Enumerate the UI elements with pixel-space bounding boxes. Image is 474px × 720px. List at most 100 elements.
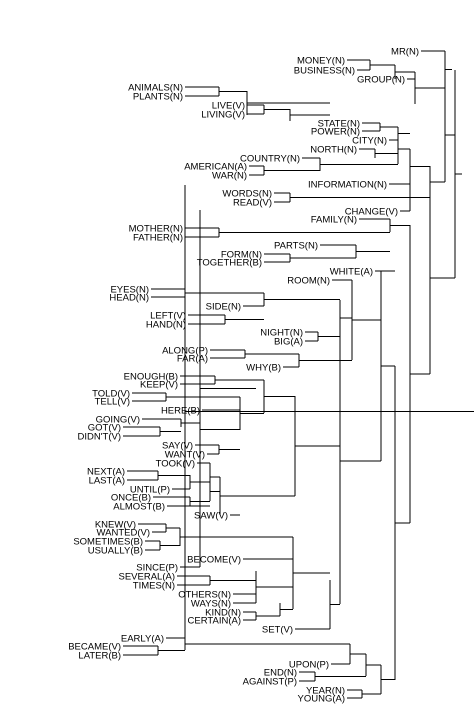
merge-bracket-35 (199, 423, 240, 436)
leaf-label-wanted: WANTED(V) (97, 528, 150, 539)
leaf-label-ways: WAYS(N) (191, 599, 231, 610)
merge-bracket-3 (444, 51, 452, 88)
merge-bracket-27 (317, 332, 340, 341)
dendrogram-leaf-labels: MR(N)MONEY(N)BUSINESS(N)GROUP(N)ANIMALS(… (68, 47, 419, 705)
leaf-label-read: READ(V) (233, 198, 272, 209)
merge-bracket-29 (244, 350, 299, 358)
leaf-label-family: FAMILY(N) (311, 215, 357, 226)
leaf-label-become: BECOME(V) (187, 555, 241, 566)
merge-bracket-43 (209, 482, 220, 501)
merge-bracket-25 (224, 315, 264, 324)
leaf-label-times: TIMES(N) (133, 581, 175, 592)
leaf-label-living: LIVING(V) (201, 110, 245, 121)
leaf-label-white: WHITE(A) (330, 267, 373, 278)
leaf-label-along: ALONG(P) (162, 346, 208, 357)
leaf-label-plants: PLANTS(N) (133, 92, 183, 103)
leaf-label-words: WORDS(N) (222, 189, 272, 200)
leaf-label-big: BIG(A) (274, 337, 303, 348)
leaf-label-information: INFORMATION(N) (308, 180, 387, 191)
leaf-label-saw: SAW(V) (194, 511, 228, 522)
leaf-label-change: CHANGE(V) (345, 207, 398, 218)
merge-bracket-11 (263, 166, 320, 175)
leaf-label-american: AMERICAN(A) (184, 162, 247, 173)
leaf-label-together: TOGETHER(B) (197, 258, 262, 269)
merge-bracket-2 (414, 72, 445, 104)
merge-bracket-39 (263, 380, 295, 413)
leaf-label-early: EARLY(A) (121, 634, 164, 645)
leaf-label-head: HEAD(N) (109, 293, 149, 304)
merge-bracket-37 (239, 397, 264, 430)
leaf-label-form: FORM(N) (221, 250, 262, 261)
merge-bracket-70 (429, 182, 455, 374)
leaf-label-kind: KIND(N) (205, 608, 241, 619)
leaf-label-next: NEXT(A) (87, 467, 125, 478)
merge-bracket-50 (199, 210, 256, 567)
leaf-label-once: ONCE(B) (111, 493, 151, 504)
merge-bracket-22 (389, 219, 410, 232)
merge-bracket-65 (365, 654, 381, 676)
leaf-label-enough: ENOUGH(B) (124, 372, 178, 383)
leaf-label-north: NORTH(N) (310, 145, 357, 156)
leaf-label-keep: KEEP(V) (140, 380, 178, 391)
leaf-label-against: AGAINST(P) (243, 677, 297, 688)
leaf-label-year: YEAR(N) (306, 686, 345, 697)
merge-bracket-54 (279, 603, 293, 616)
merge-bracket-56 (292, 537, 330, 609)
merge-bracket-5 (263, 105, 290, 114)
merge-bracket-15 (289, 193, 410, 202)
merge-bracket-1 (394, 65, 415, 79)
merge-bracket-18 (444, 88, 455, 182)
leaf-label-left: LEFT(V) (150, 311, 186, 322)
merge-bracket-32 (165, 393, 240, 401)
merge-bracket-6 (289, 109, 330, 121)
leaf-label-several: SEVERAL(A) (119, 572, 176, 583)
merge-bracket-64 (314, 672, 366, 681)
leaf-label-set: SET(V) (262, 625, 293, 636)
leaf-label-group: GROUP(N) (357, 75, 405, 86)
merge-bracket-0 (369, 60, 395, 70)
merge-bracket-61 (157, 646, 185, 655)
leaf-label-certain: CERTAIN(A) (188, 616, 241, 627)
merge-bracket-45 (219, 477, 295, 515)
merge-bracket-26 (263, 293, 340, 306)
leaf-label-city: CITY(N) (352, 136, 387, 147)
merge-bracket-14 (409, 149, 430, 184)
merge-bracket-66 (361, 690, 381, 698)
merge-bracket-17 (429, 166, 445, 198)
merge-bracket-34 (159, 427, 181, 436)
merge-bracket-8 (379, 123, 398, 131)
leaf-label-didnt: DIDN'T(V) (77, 432, 121, 443)
merge-bracket-59 (380, 271, 395, 461)
merge-bracket-60 (184, 185, 474, 638)
leaf-label-going: GOING(V) (96, 415, 140, 426)
leaf-label-power: POWER(N) (311, 127, 360, 138)
leaf-label-here: HERE(B) (161, 406, 200, 417)
leaf-label-parts: PARTS(N) (274, 241, 318, 252)
leaf-label-until: UNTIL(P) (130, 485, 170, 496)
merge-bracket-13 (397, 134, 410, 164)
leaf-label-took: TOOK(V) (156, 459, 195, 470)
leaf-label-got: GOT(V) (88, 423, 121, 434)
merge-bracket-52 (255, 571, 293, 603)
merge-bracket-28 (339, 300, 352, 336)
leaf-label-since: SINCE(P) (136, 563, 178, 574)
merge-bracket-63 (349, 644, 366, 664)
leaf-label-told: TOLD(V) (92, 389, 130, 400)
merge-bracket-16 (409, 184, 430, 211)
merge-bracket-7 (246, 91, 330, 115)
merge-bracket-36 (218, 445, 240, 454)
merge-bracket-19 (218, 228, 390, 237)
leaf-label-country: COUNTRY(N) (240, 154, 300, 165)
leaf-label-side: SIDE(N) (206, 302, 241, 313)
merge-bracket-31 (351, 280, 381, 360)
leaf-label-tell: TELL(V) (95, 397, 130, 408)
leaf-label-mr: MR(N) (391, 47, 419, 58)
leaf-label-business: BUSINESS(N) (294, 66, 355, 77)
merge-bracket-4 (218, 87, 247, 96)
merge-bracket-53 (255, 612, 280, 620)
leaf-label-hand: HAND(N) (146, 320, 186, 331)
leaf-label-young: YOUNG(A) (298, 694, 346, 705)
leaf-label-want: WANT(V) (165, 450, 205, 461)
leaf-label-upon: UPON(P) (289, 660, 329, 671)
